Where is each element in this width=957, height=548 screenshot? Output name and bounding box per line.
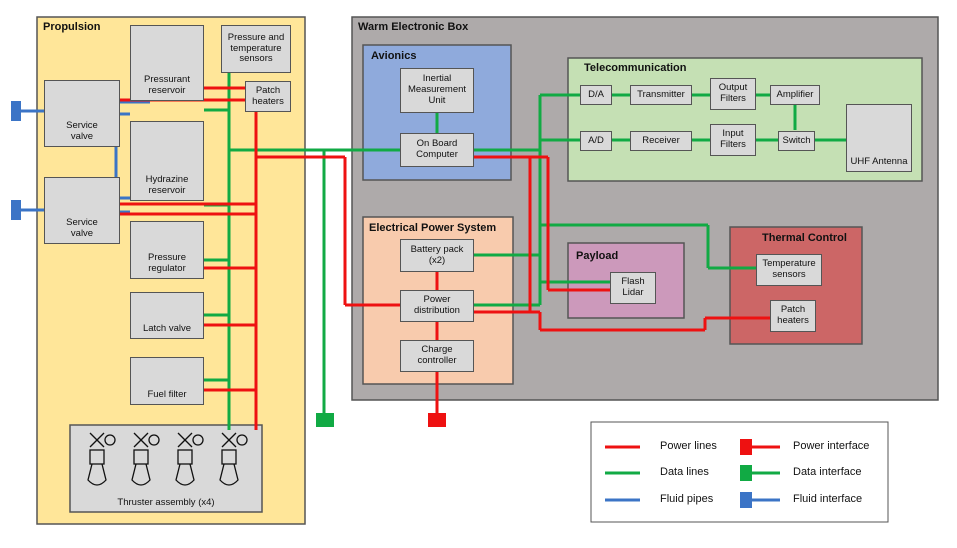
- output-filters: Output Filters: [710, 78, 756, 110]
- transmitter: Transmitter: [630, 85, 692, 105]
- thruster-assembly: Thruster assembly (x4): [117, 497, 215, 509]
- latch-valve: Latch valve: [130, 292, 204, 339]
- ad-converter: A/D: [580, 131, 612, 151]
- pressure-regulator: Pressure regulator: [130, 221, 204, 279]
- thermal-title: Thermal Control: [762, 232, 847, 244]
- legend-data-lines-label: Data lines: [660, 466, 709, 478]
- legend-power-interface-label: Power interface: [793, 440, 870, 452]
- flash-lidar: Flash Lidar: [610, 272, 656, 304]
- input-filters: Input Filters: [710, 124, 756, 156]
- da-converter: D/A: [580, 85, 612, 105]
- avionics-title: Avionics: [371, 50, 417, 62]
- legend-fluid-pipes-label: Fluid pipes: [660, 493, 714, 505]
- hydrazine-reservoir: Hydrazine reservoir: [130, 121, 204, 201]
- telecom-title: Telecommunication: [584, 62, 687, 74]
- thruster-1-icon: [87, 432, 116, 486]
- legend-fluid-interface-label: Fluid interface: [793, 493, 863, 505]
- patch-heaters-propulsion: Patch heaters: [245, 81, 291, 112]
- data-lines: [204, 63, 846, 430]
- service-valve-2: Service valve: [44, 177, 120, 244]
- legend-data-interface: [740, 465, 752, 481]
- data-interface: [316, 413, 334, 427]
- web-title: Warm Electronic Box: [358, 21, 469, 33]
- propulsion-title: Propulsion: [43, 21, 101, 33]
- legend-fluid-interface: [740, 492, 752, 508]
- power-distribution: Power distribution: [400, 290, 474, 322]
- legend-data-interface-label: Data interface: [793, 466, 862, 478]
- fuel-filter: Fuel filter: [130, 357, 204, 405]
- battery-pack: Battery pack (x2): [400, 239, 474, 272]
- obc: On Board Computer: [400, 133, 474, 167]
- fluid-interface-1: [11, 101, 21, 121]
- uhf-antenna: UHF Antenna: [846, 104, 912, 172]
- thruster-4-icon: [219, 432, 248, 486]
- receiver: Receiver: [630, 131, 692, 151]
- temperature-sensors: Temperature sensors: [756, 254, 822, 286]
- eps-title: Electrical Power System: [369, 222, 497, 234]
- switch: Switch: [778, 131, 815, 151]
- patch-heaters-thermal: Patch heaters: [770, 300, 816, 332]
- service-valve-1: Service valve: [44, 80, 120, 147]
- legend-box: [590, 421, 889, 523]
- thruster-3-icon: [175, 432, 204, 486]
- legend-power-interface: [740, 439, 752, 455]
- pressurant-reservoir: Pressurant reservoir: [130, 25, 204, 101]
- imu: Inertial Measurement Unit: [400, 68, 474, 113]
- charge-controller: Charge controller: [400, 340, 474, 372]
- legend-power-lines-label: Power lines: [660, 440, 717, 452]
- pt-sensors: Pressure and temperature sensors: [221, 25, 291, 73]
- amplifier: Amplifier: [770, 85, 820, 105]
- thruster-2-icon: [131, 432, 160, 486]
- fluid-interface-2: [11, 200, 21, 220]
- power-interface: [428, 413, 446, 427]
- payload-title: Payload: [576, 250, 619, 262]
